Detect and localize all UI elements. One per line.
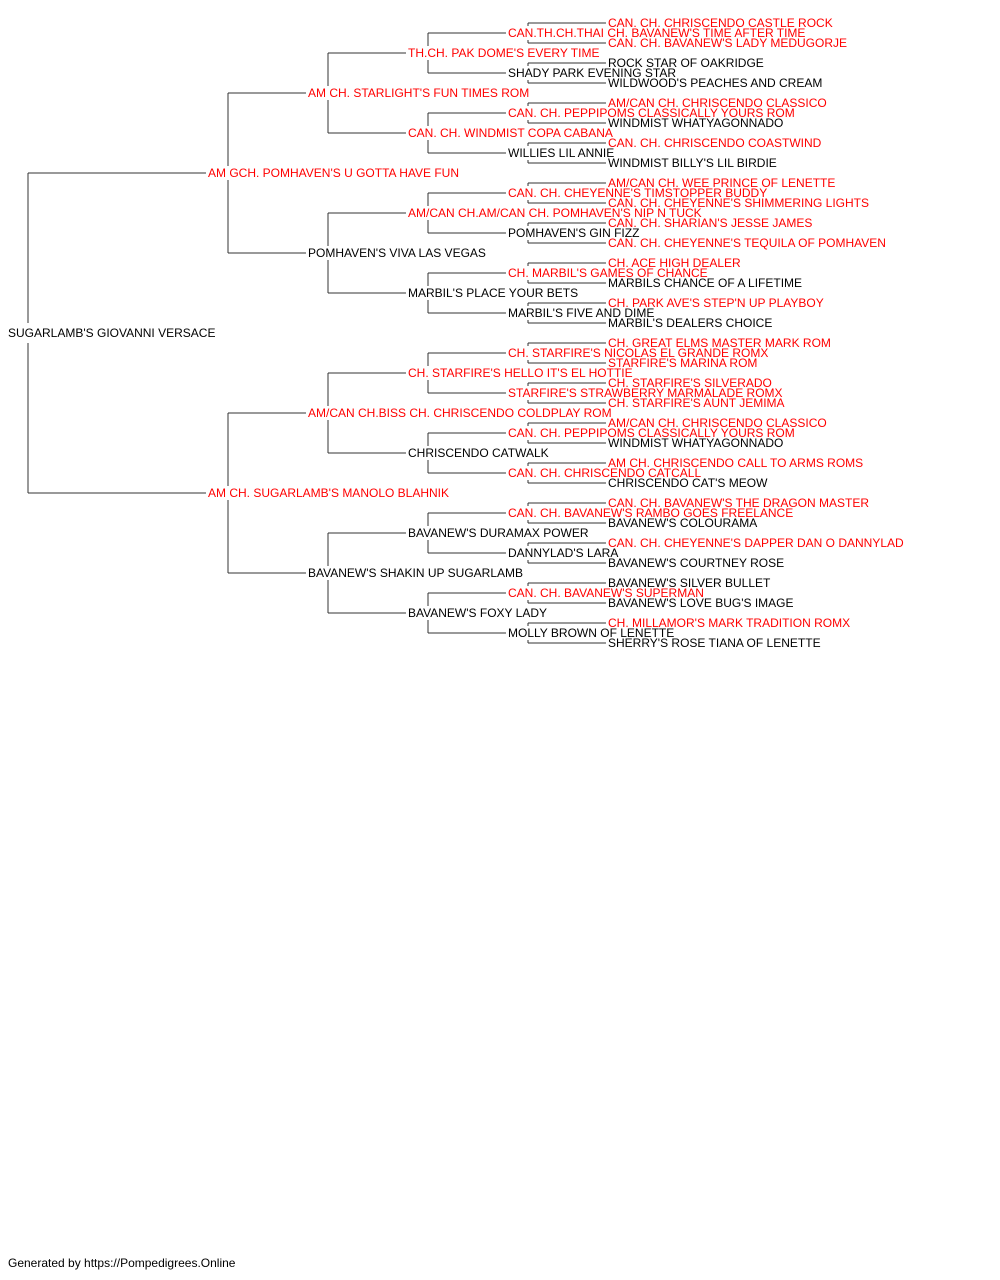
gg-grandparent-name: CAN.TH.CH.THAI CH. BAVANEW'S TIME AFTER … (508, 26, 805, 40)
gg-grandparent-name: CH. MARBIL'S GAMES OF CHANCE (508, 266, 708, 280)
gg-grandparent-name: CAN. CH. BAVANEW'S RAMBO GOES FREELANCE (508, 506, 793, 520)
ggg-grandparent-name: MARBIL'S DEALERS CHOICE (608, 316, 772, 330)
gg-grandparent-name: STARFIRE'S STRAWBERRY MARMALADE ROMX (508, 386, 783, 400)
footer-credit: Generated by https://Pompedigrees.Online (8, 1256, 236, 1270)
ggg-grandparent-name: CAN. CH. CHEYENNE'S DAPPER DAN O DANNYLA… (608, 536, 904, 550)
ggg-grandparent-name: AM/CAN CH. WEE PRINCE OF LENETTE (608, 176, 835, 190)
gg-grandparent-name: CAN. CH. PEPPIPOMS CLASSICALLY YOURS ROM (508, 426, 795, 440)
ggg-grandparent-name: AM CH. CHRISCENDO CALL TO ARMS ROMS (608, 456, 863, 470)
ggg-grandparent-name: BAVANEW'S SILVER BULLET (608, 576, 771, 590)
ggg-grandparent-name: SHERRY'S ROSE TIANA OF LENETTE (608, 636, 821, 650)
parent-name: AM GCH. POMHAVEN'S U GOTTA HAVE FUN (208, 166, 459, 180)
great-grandparent-name: CH. STARFIRE'S HELLO IT'S EL HOTTIE (408, 366, 633, 380)
ggg-grandparent-name: CAN. CH. CHRISCENDO CASTLE ROCK (608, 16, 833, 30)
ggg-grandparent-name: CAN. CH. CHEYENNE'S TEQUILA OF POMHAVEN (608, 236, 886, 250)
great-grandparent-name: CHRISCENDO CATWALK (408, 446, 549, 460)
ggg-grandparent-name: MARBILS CHANCE OF A LIFETIME (608, 276, 802, 290)
ggg-grandparent-name: WINDMIST WHATYAGONNADO (608, 436, 783, 450)
gg-grandparent-name: MARBIL'S FIVE AND DIME (508, 306, 654, 320)
ggg-grandparent-name: BAVANEW'S COURTNEY ROSE (608, 556, 784, 570)
gg-grandparent-name: SHADY PARK EVENING STAR (508, 66, 676, 80)
great-grandparent-name: BAVANEW'S DURAMAX POWER (408, 526, 589, 540)
ggg-grandparent-name: CH. MILLAMOR'S MARK TRADITION ROMX (608, 616, 850, 630)
grandparent-name: BAVANEW'S SHAKIN UP SUGARLAMB (308, 566, 523, 580)
ggg-grandparent-name: CAN. CH. CHRISCENDO COASTWIND (608, 136, 822, 150)
great-grandparent-name: AM/CAN CH.AM/CAN CH. POMHAVEN'S NIP N TU… (408, 206, 702, 220)
great-grandparent-name: CAN. CH. WINDMIST COPA CABANA (408, 126, 613, 140)
grandparent-name: POMHAVEN'S VIVA LAS VEGAS (308, 246, 486, 260)
parent-name: AM CH. SUGARLAMB'S MANOLO BLAHNIK (208, 486, 449, 500)
gg-grandparent-name: CAN. CH. CHRISCENDO CATCALL (508, 466, 701, 480)
gg-grandparent-name: CAN. CH. PEPPIPOMS CLASSICALLY YOURS ROM (508, 106, 795, 120)
ggg-grandparent-name: WILDWOOD'S PEACHES AND CREAM (608, 76, 822, 90)
ggg-grandparent-name: WINDMIST BILLY'S LIL BIRDIE (608, 156, 777, 170)
ggg-grandparent-name: CH. STARFIRE'S AUNT JEMIMA (608, 396, 785, 410)
gg-grandparent-name: POMHAVEN'S GIN FIZZ (508, 226, 639, 240)
great-grandparent-name: TH.CH. PAK DOME'S EVERY TIME (408, 46, 599, 60)
ggg-grandparent-name: STARFIRE'S MARINA ROM (608, 356, 757, 370)
great-grandparent-name: BAVANEW'S FOXY LADY (408, 606, 547, 620)
ggg-grandparent-name: CAN. CH. CHEYENNE'S SHIMMERING LIGHTS (608, 196, 869, 210)
ggg-grandparent-name: CAN. CH. BAVANEW'S THE DRAGON MASTER (608, 496, 869, 510)
ggg-grandparent-name: ROCK STAR OF OAKRIDGE (608, 56, 764, 70)
gg-grandparent-name: MOLLY BROWN OF LENETTE (508, 626, 674, 640)
ggg-grandparent-name: AM/CAN CH. CHRISCENDO CLASSICO (608, 96, 827, 110)
ggg-grandparent-name: WINDMIST WHATYAGONNADO (608, 116, 783, 130)
pedigree-tree: SUGARLAMB'S GIOVANNI VERSACE AM GCH. POMH… (8, 16, 904, 650)
gg-grandparent-name: DANNYLAD'S LARA (508, 546, 618, 560)
ggg-grandparent-name: BAVANEW'S COLOURAMA (608, 516, 757, 530)
subject-name: SUGARLAMB'S GIOVANNI VERSACE (8, 326, 215, 340)
ggg-grandparent-name: AM/CAN CH. CHRISCENDO CLASSICO (608, 416, 827, 430)
gg-grandparent-name: CAN. CH. BAVANEW'S SUPERMAN (508, 586, 704, 600)
ggg-grandparent-name: CAN. CH. BAVANEW'S LADY MEDUGORJE (608, 36, 847, 50)
grandparent-name: AM CH. STARLIGHT'S FUN TIMES ROM (308, 86, 529, 100)
ggg-grandparent-name: CH. ACE HIGH DEALER (608, 256, 741, 270)
ggg-grandparent-name: CH. STARFIRE'S SILVERADO (608, 376, 772, 390)
gg-grandparent-name: WILLIES LIL ANNIE (508, 146, 614, 160)
ggg-grandparent-name: BAVANEW'S LOVE BUG'S IMAGE (608, 596, 794, 610)
ggg-grandparent-name: CAN. CH. SHARIAN'S JESSE JAMES (608, 216, 812, 230)
grandparent-name: AM/CAN CH.BISS CH. CHRISCENDO COLDPLAY R… (308, 406, 612, 420)
ggg-grandparent-name: CH. GREAT ELMS MASTER MARK ROM (608, 336, 831, 350)
gg-grandparent-name: CH. STARFIRE'S NICOLAS EL GRANDE ROMX (508, 346, 768, 360)
great-grandparent-name: MARBIL'S PLACE YOUR BETS (408, 286, 578, 300)
ggg-grandparent-name: CH. PARK AVE'S STEP'N UP PLAYBOY (608, 296, 824, 310)
gg-grandparent-name: CAN. CH. CHEYENNE'S TIMSTOPPER BUDDY (508, 186, 767, 200)
ggg-grandparent-name: CHRISCENDO CAT'S MEOW (608, 476, 768, 490)
